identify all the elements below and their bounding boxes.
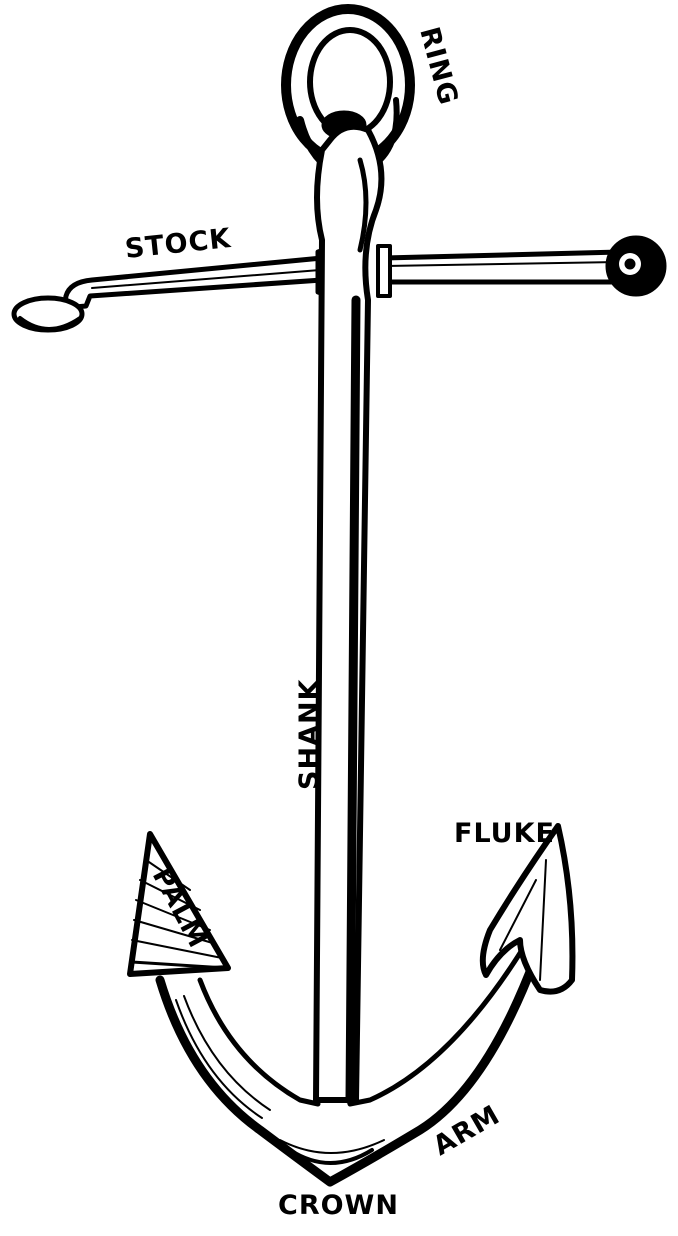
shank <box>316 127 381 1100</box>
label-ring: RING <box>413 24 464 109</box>
label-arm: ARM <box>428 1099 505 1162</box>
label-stock: STOCK <box>123 223 232 265</box>
label-shank: SHANK <box>294 678 325 790</box>
label-fluke: FLUKE <box>454 818 555 849</box>
label-crown: CROWN <box>278 1190 399 1221</box>
fluke <box>483 826 573 992</box>
